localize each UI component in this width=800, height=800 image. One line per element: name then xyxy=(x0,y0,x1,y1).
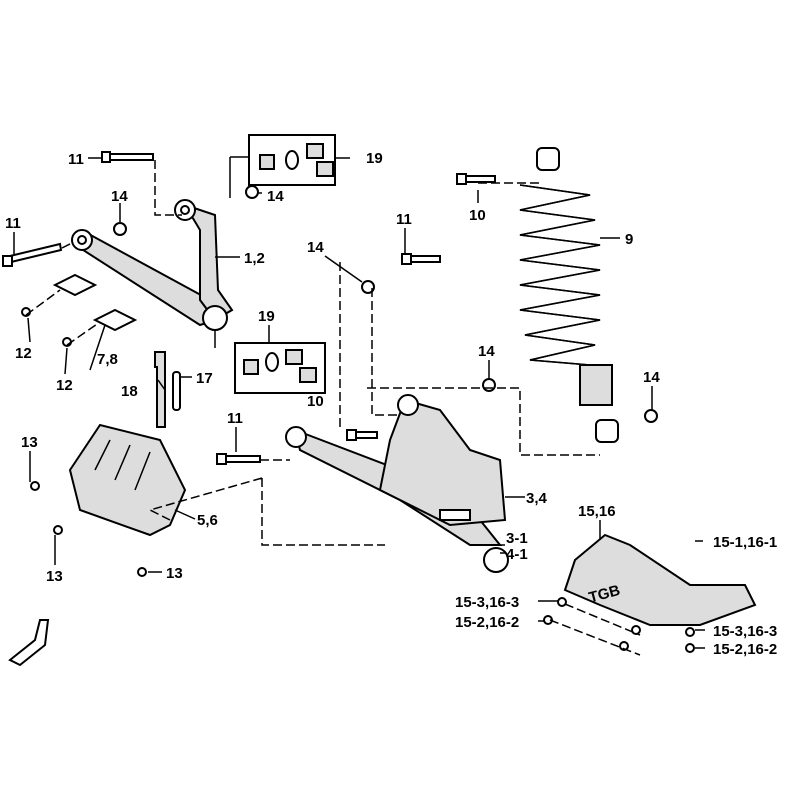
arm-guard xyxy=(30,423,187,577)
callout-14: 14 xyxy=(111,188,128,205)
callout-15-3-16-3: 15-3,16-3 xyxy=(713,623,777,640)
clip-parts xyxy=(154,351,181,428)
callout-15-2-16-2: 15-2,16-2 xyxy=(455,614,519,631)
skid-plate: TGB xyxy=(543,533,757,653)
front-direction-icon xyxy=(8,619,50,667)
bushing-set-top xyxy=(248,134,336,186)
callout-11: 11 xyxy=(227,410,243,427)
callout-13: 13 xyxy=(166,565,183,582)
callout-9: 9 xyxy=(625,231,633,248)
callout-19: 19 xyxy=(366,150,383,167)
callout-11: 11 xyxy=(396,211,412,228)
callout-15-16: 15,16 xyxy=(578,503,616,520)
callout-14: 14 xyxy=(307,239,324,256)
callout-17: 17 xyxy=(196,370,213,387)
callout-labels: 11 19 14 14 10 11 1,2 11 9 14 19 12 7,8 … xyxy=(5,150,777,658)
brackets xyxy=(52,273,138,332)
callout-13: 13 xyxy=(46,568,63,585)
callout-13: 13 xyxy=(21,434,38,451)
callout-4-1: 4-1 xyxy=(506,546,528,563)
callout-15-2-16-2: 15-2,16-2 xyxy=(713,641,777,658)
callout-19: 19 xyxy=(258,308,275,325)
callout-14: 14 xyxy=(478,343,495,360)
bushing-set-mid xyxy=(234,342,326,394)
callout-7-8: 7,8 xyxy=(97,351,118,368)
callout-10: 10 xyxy=(307,393,324,410)
callout-15-1-16-1: 15-1,16-1 xyxy=(713,534,777,551)
callout-14: 14 xyxy=(267,188,284,205)
lower-control-arm xyxy=(285,394,509,573)
shock-absorber xyxy=(519,147,619,443)
callout-14: 14 xyxy=(643,369,660,386)
leader-lines xyxy=(13,156,705,656)
upper-control-arm xyxy=(71,199,234,348)
callout-5-6: 5,6 xyxy=(197,512,218,529)
callout-3-4: 3,4 xyxy=(526,490,548,507)
callout-3-1: 3-1 xyxy=(506,530,528,547)
bolts xyxy=(2,151,496,465)
callout-11: 11 xyxy=(5,215,21,232)
callout-11: 11 xyxy=(68,151,84,168)
callout-10: 10 xyxy=(469,207,486,224)
callout-18: 18 xyxy=(121,383,138,400)
callout-12: 12 xyxy=(15,345,32,362)
callout-12: 12 xyxy=(56,377,73,394)
callout-15-3-16-3: 15-3,16-3 xyxy=(455,594,519,611)
callout-1-2: 1,2 xyxy=(244,250,265,267)
